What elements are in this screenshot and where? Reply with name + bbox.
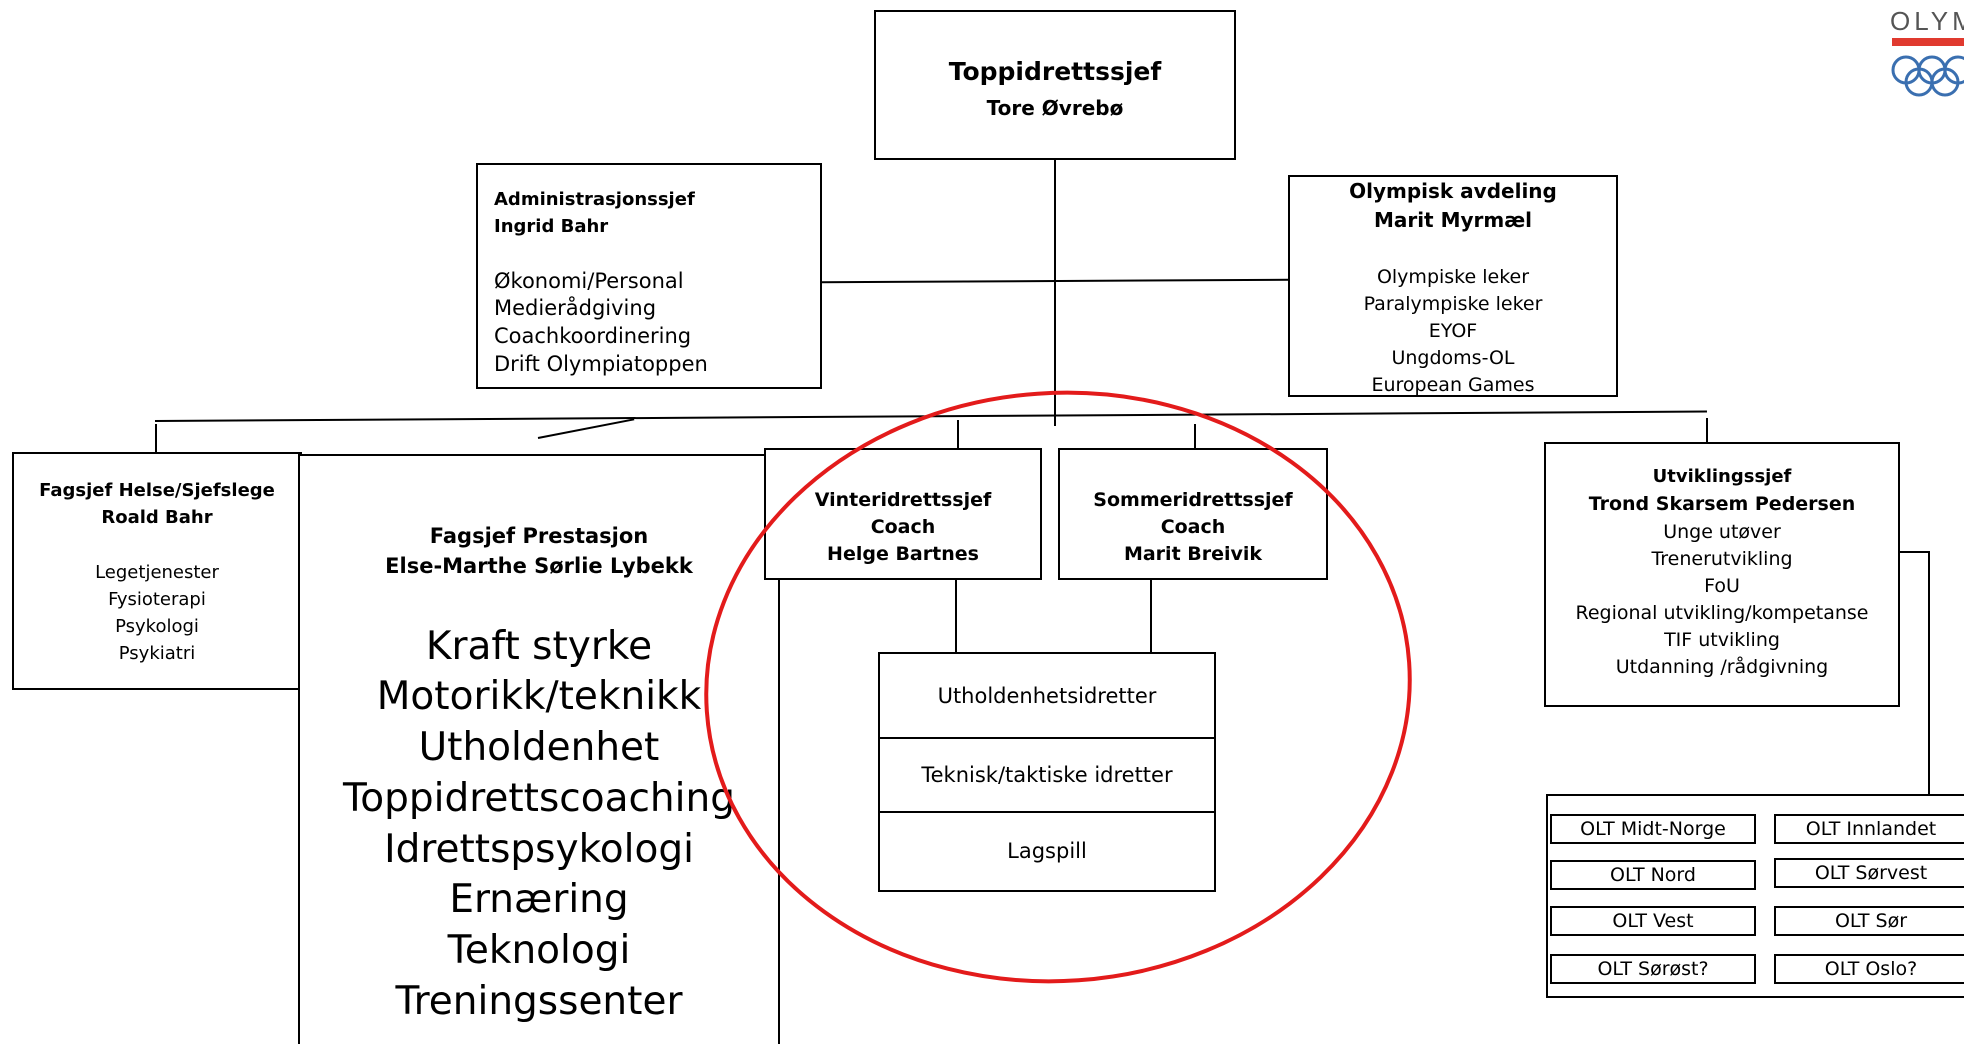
performance-item: Ernæring — [449, 877, 629, 922]
winter-title: Vinteridrettssjef — [814, 489, 992, 511]
olt-sor: OLT Sør — [1774, 906, 1964, 936]
summer-box: Sommeridrettssjef Coach Marit Breivik — [1058, 448, 1328, 580]
top-name: Tore Øvrebø — [986, 96, 1124, 120]
admin-item: Coachkoordinering — [494, 324, 692, 348]
olt-innlandet: OLT Innlandet — [1774, 814, 1964, 844]
summer-role: Coach — [1160, 516, 1226, 538]
sports-label: Teknisk/taktiske idretter — [921, 763, 1173, 787]
top-box: Toppidrettssjef Tore Øvrebø — [874, 10, 1236, 160]
health-box: Fagsjef Helse/Sjefslege Roald Bahr Leget… — [12, 452, 302, 690]
winter-name: Helge Bartnes — [827, 543, 979, 565]
development-name: Trond Skarsem Pedersen — [1588, 493, 1856, 515]
development-box: Utviklingssjef Trond Skarsem Pedersen Un… — [1544, 442, 1900, 707]
olt-sorvest: OLT Sørvest — [1774, 858, 1964, 888]
olympic-name: Marit Myrmæl — [1373, 208, 1533, 232]
performance-item: Kraft styrke — [425, 624, 653, 669]
olympic-logo: OLYM — [1890, 0, 1964, 130]
performance-item: Toppidrettscoaching — [343, 776, 735, 821]
connector-top-vertical — [1054, 158, 1056, 426]
olympic-item: European Games — [1371, 374, 1535, 396]
olt-panel — [1546, 794, 1964, 998]
olympic-item: Olympiske leker — [1376, 266, 1530, 288]
summer-name: Marit Breivik — [1123, 543, 1263, 565]
development-item: Trenerutvikling — [1651, 548, 1793, 570]
sports-row: Utholdenhetsidretter — [880, 654, 1214, 739]
olt-nord: OLT Nord — [1550, 860, 1756, 890]
health-item: Legetjenester — [95, 562, 219, 583]
connector-health — [155, 424, 157, 452]
performance-item: Motorikk/teknikk — [376, 674, 702, 719]
top-title: Toppidrettssjef — [948, 57, 1162, 86]
olympic-item: Paralympiske leker — [1363, 293, 1543, 315]
health-item: Fysioterapi — [108, 589, 206, 610]
development-item: Unge utøver — [1663, 521, 1781, 543]
sports-box: Utholdenhetsidretter Teknisk/taktiske id… — [878, 652, 1216, 892]
sports-row: Teknisk/taktiske idretter — [880, 737, 1214, 813]
admin-item: Drift Olympiatoppen — [494, 352, 708, 376]
winter-box: Vinteridrettssjef Coach Helge Bartnes — [764, 448, 1042, 580]
health-name: Roald Bahr — [101, 507, 213, 528]
admin-item: Økonomi/Personal — [494, 269, 684, 293]
highlight-ellipse — [704, 390, 1412, 984]
performance-box: Fagsjef Prestasjon Else-Marthe Sørlie Ly… — [298, 454, 780, 1044]
connector-winter — [957, 420, 959, 450]
sports-label: Lagspill — [1007, 839, 1087, 863]
performance-title: Fagsjef Prestasjon — [429, 524, 649, 548]
olympic-box: Olympisk avdeling Marit Myrmæl Olympiske… — [1288, 175, 1618, 397]
development-title: Utviklingssjef — [1652, 466, 1792, 487]
development-item: TIF utvikling — [1664, 629, 1780, 651]
health-title: Fagsjef Helse/Sjefslege — [39, 480, 275, 501]
performance-item: Teknologi — [447, 928, 631, 973]
admin-item: Medierådgiving — [494, 296, 657, 320]
olt-vest: OLT Vest — [1550, 906, 1756, 936]
health-item: Psykologi — [115, 616, 199, 637]
connector-summer — [1194, 424, 1196, 448]
development-item: Utdanning /rådgivning — [1615, 656, 1829, 678]
winter-role: Coach — [870, 516, 936, 538]
performance-item: Utholdenhet — [418, 725, 660, 770]
sports-row: Lagspill — [880, 813, 1214, 892]
olympic-title: Olympisk avdeling — [1349, 179, 1557, 203]
admin-box: Administrasjonssjef Ingrid Bahr Økonomi/… — [476, 163, 822, 389]
sports-label: Utholdenhetsidretter — [937, 684, 1157, 708]
health-item: Psykiatri — [118, 643, 196, 664]
connector-summer-sports — [1150, 580, 1152, 652]
development-item: FoU — [1704, 575, 1740, 597]
summer-title: Sommeridrettssjef — [1093, 489, 1293, 511]
logo-red-bar — [1892, 38, 1964, 46]
olt-oslo: OLT Oslo? — [1774, 954, 1964, 984]
olt-midt-norge: OLT Midt-Norge — [1550, 814, 1756, 844]
performance-item: Treningssenter — [395, 979, 683, 1024]
logo-text: OLYM — [1890, 6, 1964, 36]
development-item: Regional utvikling/kompetanse — [1575, 602, 1869, 624]
connector-dev-right-v — [1928, 551, 1930, 796]
performance-item: Idrettspsykologi — [384, 827, 694, 872]
olt-sorost: OLT Sørøst? — [1550, 954, 1756, 984]
olympic-rings-icon — [1891, 55, 1964, 97]
connector-development — [1706, 418, 1708, 442]
performance-name: Else-Marthe Sørlie Lybekk — [385, 554, 693, 578]
connector-performance — [537, 418, 635, 439]
olympic-item: EYOF — [1428, 320, 1478, 342]
connector-dev-right-h — [1898, 551, 1930, 553]
admin-title: Administrasjonssjef — [494, 189, 695, 210]
connector-winter-sports — [955, 580, 957, 652]
admin-name: Ingrid Bahr — [494, 216, 609, 237]
olympic-item: Ungdoms-OL — [1391, 347, 1515, 369]
